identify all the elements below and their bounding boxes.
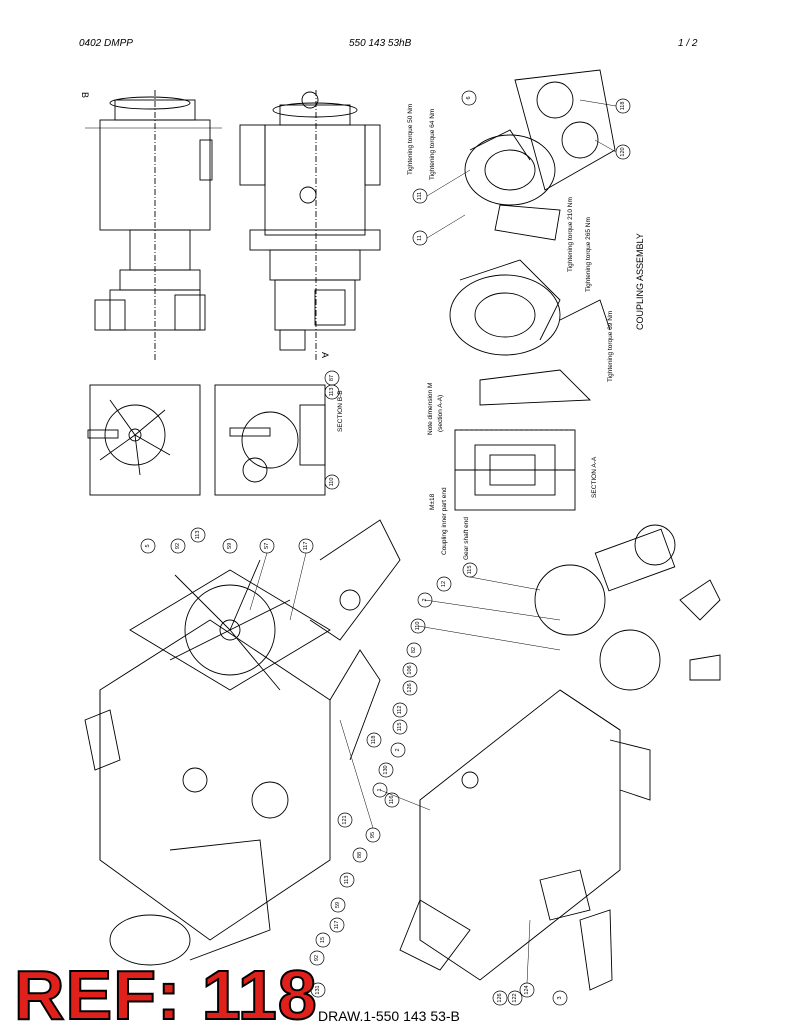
callout-25: 126 bbox=[407, 683, 413, 692]
callout-6: 113 bbox=[329, 388, 335, 397]
drawing-number: DRAW.1-550 143 53-B bbox=[318, 1008, 460, 1024]
callout-1: 120 bbox=[620, 147, 626, 156]
isometric-view-right bbox=[399, 524, 721, 991]
coupling-assembly bbox=[449, 69, 616, 406]
callout-17: 59 bbox=[335, 902, 341, 908]
leader-lines bbox=[249, 99, 617, 984]
callout-38: 131 bbox=[315, 985, 321, 994]
elevation-view-right bbox=[239, 90, 381, 360]
elevation-view-left bbox=[85, 90, 222, 360]
note-dimension-sub: (section A-A) bbox=[437, 395, 444, 432]
section-bb-views bbox=[87, 384, 326, 496]
section-aa bbox=[454, 429, 576, 511]
callout-2: 111 bbox=[417, 192, 423, 200]
ref-label: REF: 118 bbox=[13, 956, 318, 1034]
callout-10: 113 bbox=[195, 531, 201, 540]
m-dimension: M±18 bbox=[429, 493, 436, 510]
callout-13: 117 bbox=[303, 542, 309, 551]
part-number: 550 143 53hB bbox=[349, 38, 412, 49]
coupling-inner-part-end: Coupling inner part end bbox=[441, 487, 448, 555]
document-id: 0402 DMPP bbox=[79, 38, 133, 49]
torque-265: Tightening torque 265 Nm bbox=[585, 217, 592, 292]
callout-34: 124 bbox=[524, 985, 530, 994]
callout-21: 130 bbox=[383, 765, 389, 774]
torque-50: Tightening torque 50 Nm bbox=[407, 104, 414, 175]
callout-bubbles: 118 120 111 11 6 87 113 110 5 92 113 S9 … bbox=[140, 90, 631, 1006]
callout-4: 6 bbox=[466, 96, 472, 99]
callout-36: 126 bbox=[497, 993, 503, 1002]
callout-27: 82 bbox=[411, 647, 417, 653]
callout-26: 106 bbox=[407, 665, 413, 674]
callout-19: 92 bbox=[314, 955, 320, 961]
callout-14: 95 bbox=[370, 832, 376, 838]
isometric-view-left bbox=[84, 519, 401, 966]
coupling-assembly-title: COUPLING ASSEMBLY bbox=[635, 233, 645, 330]
callout-35: 122 bbox=[512, 993, 518, 1002]
callout-18: 15 bbox=[320, 937, 326, 943]
callout-8: 5 bbox=[145, 544, 151, 547]
callout-15: 88 bbox=[357, 852, 363, 858]
torque-69: Tightening torque 69 Nm bbox=[607, 311, 614, 382]
callout-30: 12 bbox=[441, 581, 447, 587]
callout-37: 3 bbox=[557, 996, 563, 999]
callout-31: 115 bbox=[467, 566, 473, 575]
torque-64: Tightening torque 64 Nm bbox=[429, 109, 436, 180]
callout-16: 113 bbox=[344, 876, 350, 885]
callout-11: S9 bbox=[227, 543, 233, 550]
section-bb-label: SECTION B-B bbox=[337, 390, 344, 432]
label-b: B bbox=[80, 92, 90, 98]
callout-39: 117 bbox=[334, 921, 340, 930]
callout-32: 118 bbox=[371, 736, 377, 745]
gear-shaft-end: Gear shaft end bbox=[463, 517, 470, 560]
torque-210: Tightening torque 210 Nm bbox=[567, 197, 574, 272]
label-a: A bbox=[320, 352, 330, 358]
callout-12: S7 bbox=[264, 543, 270, 550]
page-number: 1 / 2 bbox=[678, 38, 698, 49]
note-dimension: Note dimension M bbox=[427, 383, 434, 435]
callout-23: 115 bbox=[397, 723, 403, 732]
callout-22: 2 bbox=[395, 748, 401, 751]
callout-24: 112 bbox=[397, 706, 403, 715]
callout-7: 110 bbox=[329, 478, 335, 487]
callout-3: 11 bbox=[417, 235, 423, 241]
callout-40: 121 bbox=[342, 815, 348, 824]
callout-33: 116 bbox=[389, 796, 395, 805]
callout-9: 92 bbox=[175, 543, 181, 549]
callout-0: 118 bbox=[620, 102, 626, 111]
section-aa-label: SECTION A-A bbox=[591, 456, 598, 498]
callout-5: 87 bbox=[329, 375, 335, 381]
